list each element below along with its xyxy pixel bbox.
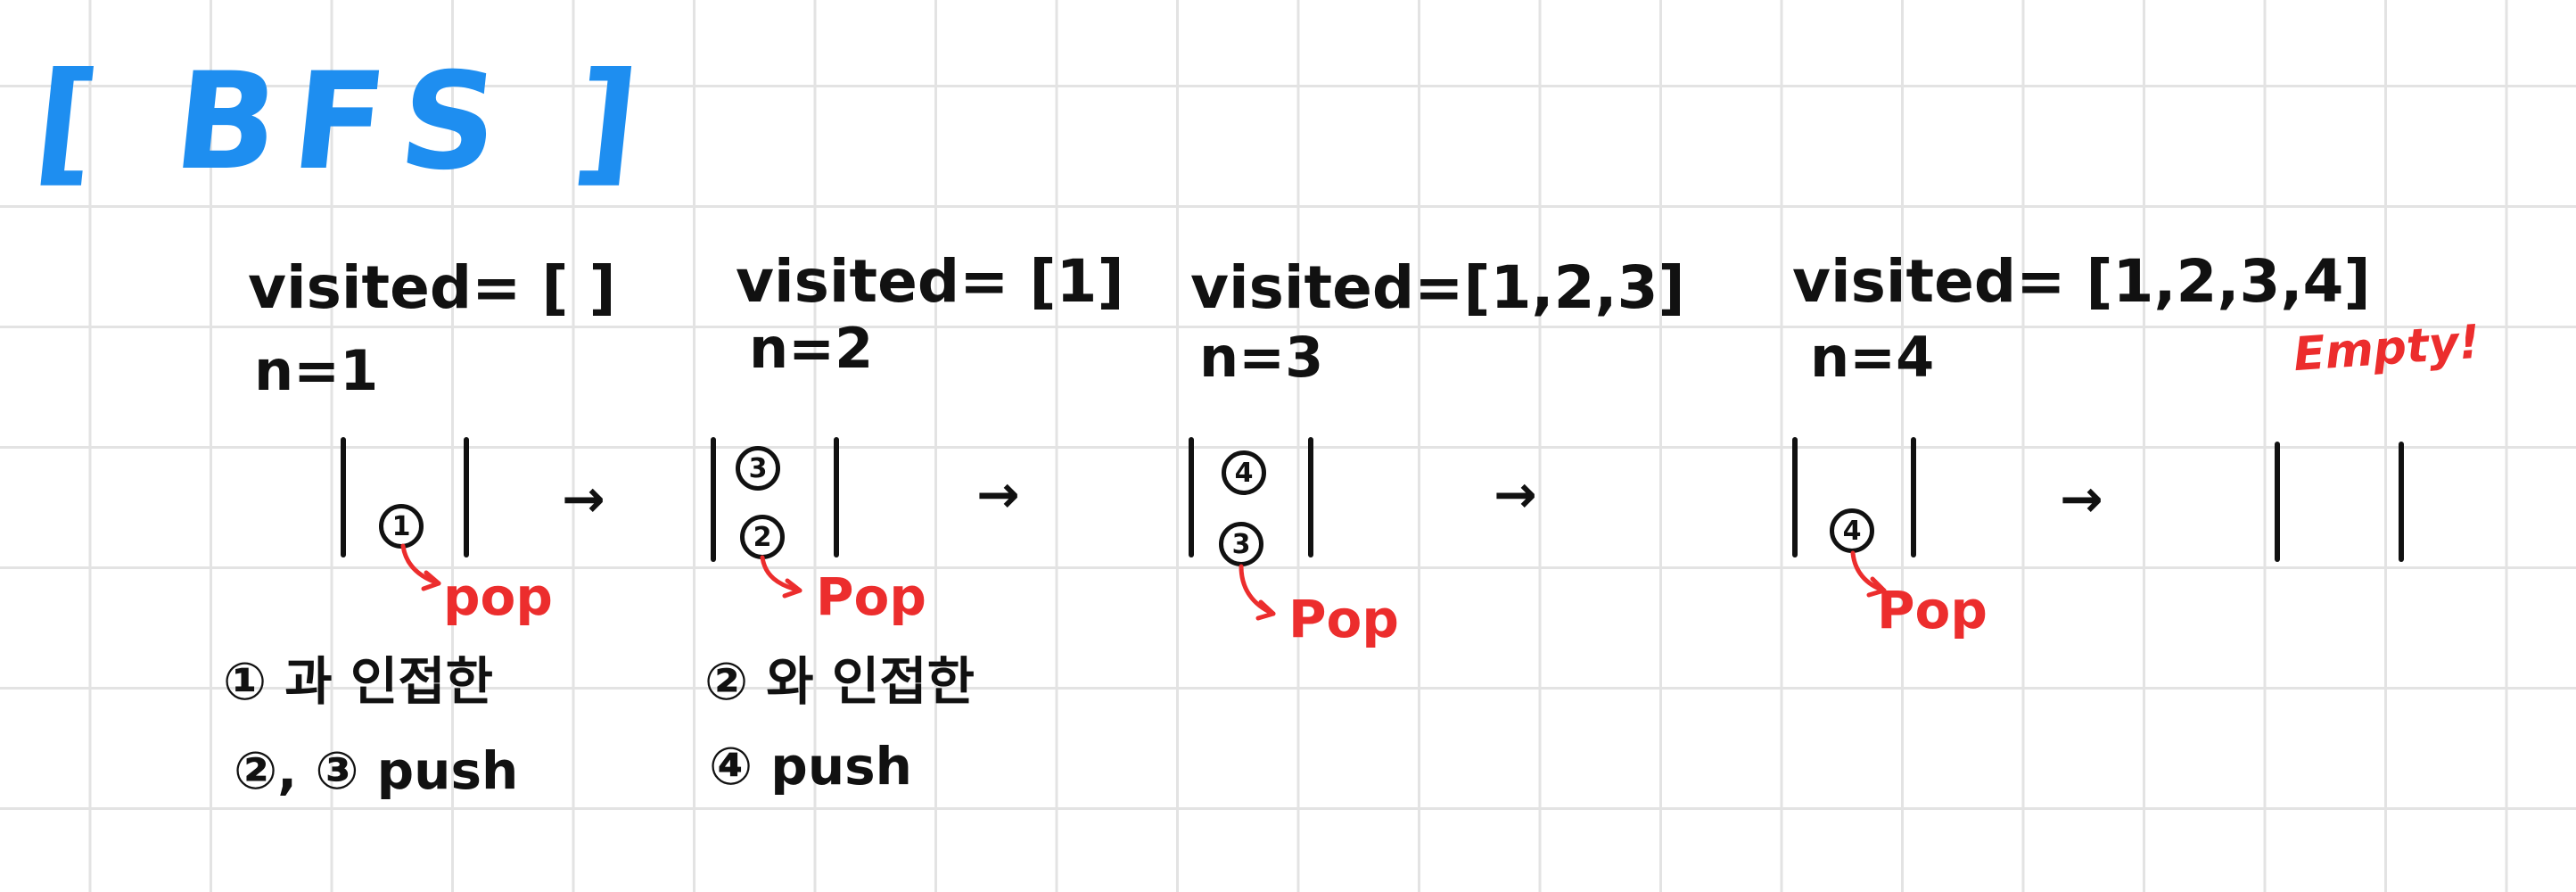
pop-label-4: Pop (1877, 580, 1988, 640)
stack-left-wall (1792, 437, 1798, 558)
pop-arrow-2 (760, 555, 802, 599)
note-2-line-2: ④ push (709, 736, 912, 797)
node-circle: 4 (1830, 508, 1874, 553)
visited-label-1: visited= [ ] (248, 253, 616, 322)
pop-label-2: Pop (816, 566, 926, 627)
pop-arrow-3 (1239, 564, 1276, 621)
stack-right-wall (1308, 437, 1313, 558)
n-label-3: n=3 (1199, 325, 1324, 390)
n-label-2: n=2 (749, 316, 874, 381)
stack-left-wall (341, 437, 346, 558)
visited-label-4: visited= [1,2,3,4] (1792, 247, 2371, 316)
stack-left-wall (1189, 437, 1194, 558)
transition-arrow: → (1494, 464, 1537, 524)
stack-left-wall (711, 437, 716, 562)
node-circle: 4 (1222, 450, 1266, 495)
pop-label-1: pop (443, 566, 553, 627)
visited-label-2: visited= [1] (736, 247, 1124, 316)
n-label-4: n=4 (1810, 325, 1935, 390)
transition-arrow: → (562, 468, 605, 529)
node-circle: 3 (736, 446, 780, 491)
note-1-line-2: ②, ③ push (234, 740, 519, 801)
note-2-line-1: ② 와 인접한 (704, 651, 975, 712)
stack-left-wall (2275, 442, 2280, 562)
n-label-1: n=1 (254, 338, 379, 403)
visited-label-3: visited=[1,2,3] (1190, 253, 1685, 322)
stack-right-wall (2399, 442, 2404, 562)
pop-label-3: Pop (1288, 589, 1399, 649)
note-1-line-1: ① 과 인접한 (223, 651, 493, 712)
transition-arrow: → (2060, 468, 2103, 529)
pop-arrow-4 (1850, 550, 1887, 598)
stack-right-wall (464, 437, 469, 558)
transition-arrow: → (976, 464, 1020, 524)
pop-arrow-1 (400, 543, 441, 591)
stack-right-wall (834, 437, 839, 558)
stack-right-wall (1911, 437, 1916, 558)
